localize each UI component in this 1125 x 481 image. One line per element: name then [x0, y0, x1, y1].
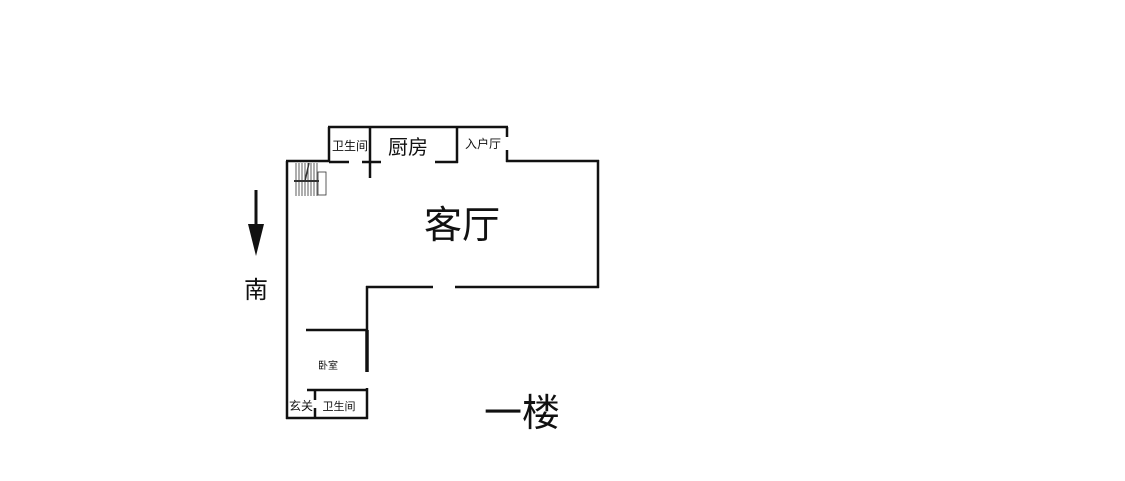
room-label-foyer: 玄关: [289, 398, 313, 413]
stairs-icon: [294, 162, 327, 196]
floor-label: 一楼: [484, 391, 560, 435]
south-arrow-icon: [248, 190, 264, 256]
room-label-bathroom-lower: 卫生间: [323, 399, 356, 413]
room-label-bedroom: 卧室: [318, 359, 338, 372]
walls: [285, 125, 600, 420]
room-label-entry-hall: 入户厅: [465, 136, 501, 151]
room-label-bathroom-upper: 卫生间: [332, 139, 368, 153]
room-label-living-room: 客厅: [424, 203, 500, 247]
room-label-kitchen: 厨房: [388, 135, 428, 159]
compass-direction-label: 南: [244, 276, 268, 304]
